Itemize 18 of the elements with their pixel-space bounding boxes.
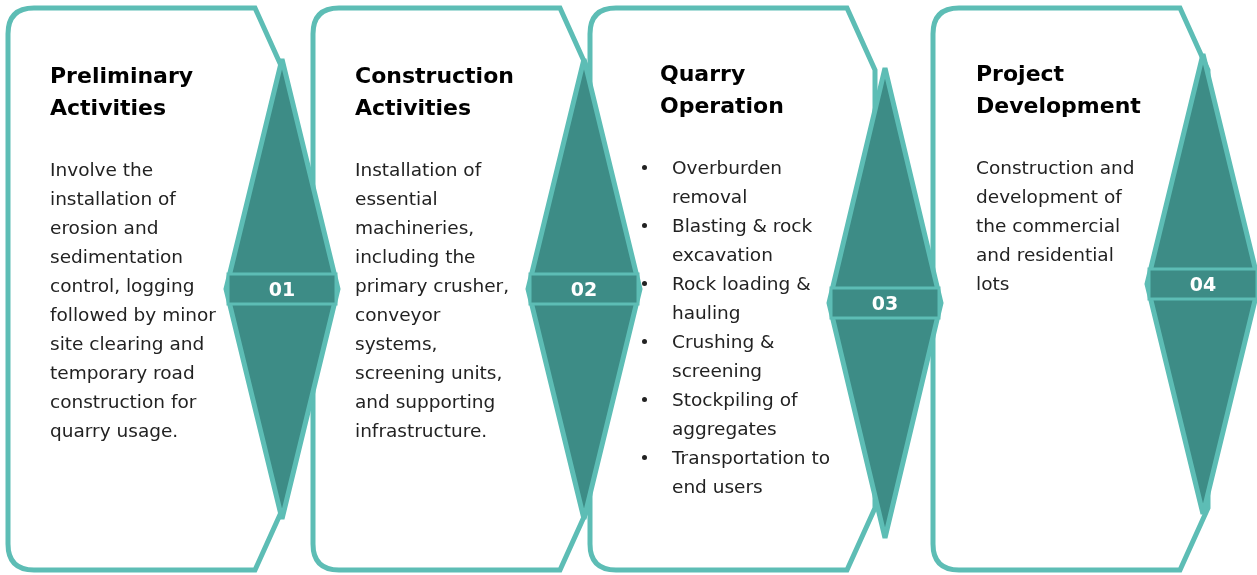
list-item: Overburden removal (672, 157, 783, 207)
step-number: 03 (870, 291, 900, 316)
list-item: Crushing & screening (672, 331, 775, 381)
step-number: 02 (569, 277, 599, 302)
step-heading: Project Development (976, 60, 1142, 120)
step-diamond (1147, 54, 1257, 514)
step-heading: Construction Activities (355, 62, 515, 122)
list-item: Blasting & rock excavation (672, 215, 813, 265)
step-heading: Quarry Operation (660, 60, 785, 120)
step-number: 01 (267, 277, 297, 302)
step-description: Construction and development of the commercial and residential lots (976, 156, 1136, 296)
step-number: 04 (1188, 272, 1218, 297)
step-description: Involve the installation of erosion and sedimentation control, logging followed by minor site clearing and temporary road construction for quarry usage. (50, 158, 217, 443)
step-heading: Preliminary Activities (50, 62, 195, 122)
step-description: Installation of essential machineries, including the primary crusher, conveyor systems, screening units, and supporting infrastructure. (355, 158, 511, 443)
list-item: Rock loading & hauling (672, 273, 811, 323)
list-item: Transportation to end users (672, 447, 831, 497)
list-item: Stockpiling of aggregates (672, 389, 798, 439)
